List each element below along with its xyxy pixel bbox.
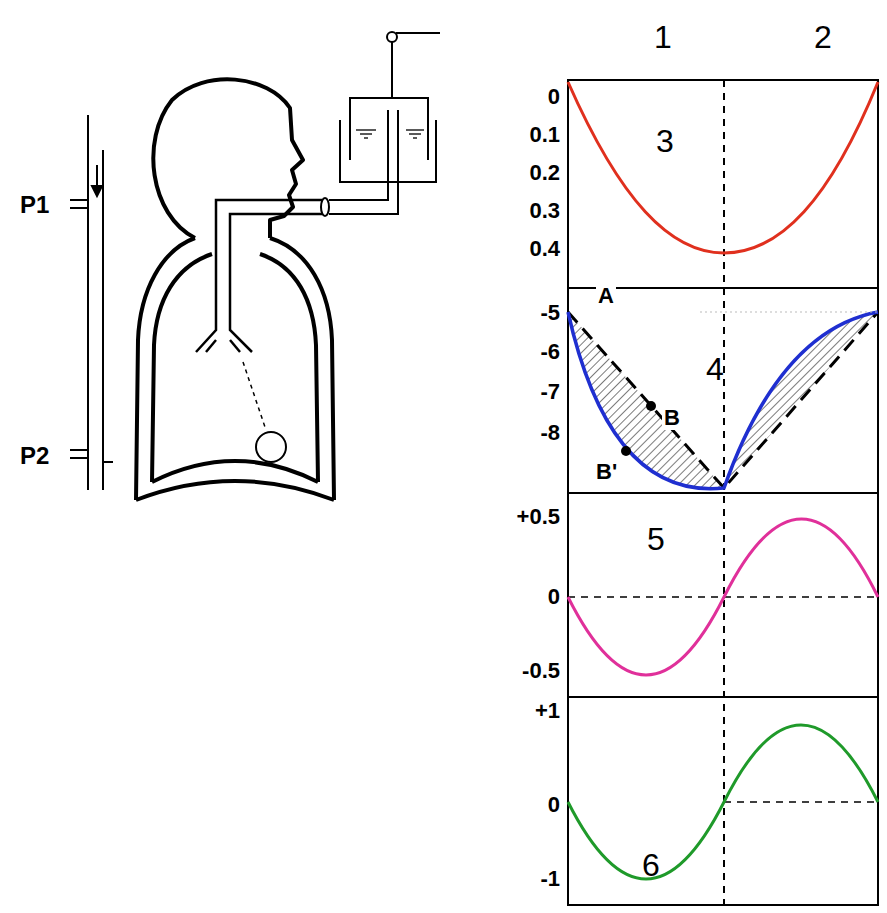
axis-tick: 0.1 [529, 123, 560, 146]
axis-tick: -0.5 [522, 659, 560, 682]
point-label: B [662, 406, 682, 429]
axis-tick: +0.5 [517, 505, 560, 528]
axis-tick: 0 [548, 85, 560, 108]
flow-curve [568, 519, 878, 675]
volume-curve [568, 82, 878, 253]
pleural-pressure-curve [568, 312, 878, 489]
axis-tick: -6 [540, 340, 560, 363]
axis-tick: -5 [540, 301, 560, 324]
point-label: A [596, 284, 616, 307]
axis-tick: -1 [540, 867, 560, 890]
axis-tick: 0.4 [529, 237, 560, 260]
panel-number: 3 [656, 125, 674, 159]
spirometer [321, 32, 440, 216]
chart-panels [568, 80, 878, 905]
column-label: 2 [814, 21, 832, 55]
body-outline [136, 79, 334, 500]
axis-tick: +1 [535, 699, 560, 722]
axis-tick: 0.3 [529, 199, 560, 222]
panel-number: 6 [642, 849, 660, 883]
axis-tick: -7 [540, 380, 560, 403]
axis-tick: 0 [548, 585, 560, 608]
static-pressure-line [568, 312, 878, 488]
point-dot [646, 401, 656, 411]
axis-tick: 0.2 [529, 161, 560, 184]
panel-number: 4 [706, 353, 724, 387]
pressure-label: P1 [20, 192, 49, 217]
pressure-lines [70, 115, 113, 490]
alveolar-pressure-curve [568, 725, 878, 879]
airway [196, 200, 322, 462]
panel-number: 5 [647, 523, 665, 557]
point-dot [621, 446, 631, 456]
axis-tick: 0 [548, 793, 560, 816]
axis-tick: -8 [540, 421, 560, 444]
pressure-label: P2 [20, 443, 49, 468]
point-label: B' [594, 460, 619, 483]
column-label: 1 [654, 21, 672, 55]
